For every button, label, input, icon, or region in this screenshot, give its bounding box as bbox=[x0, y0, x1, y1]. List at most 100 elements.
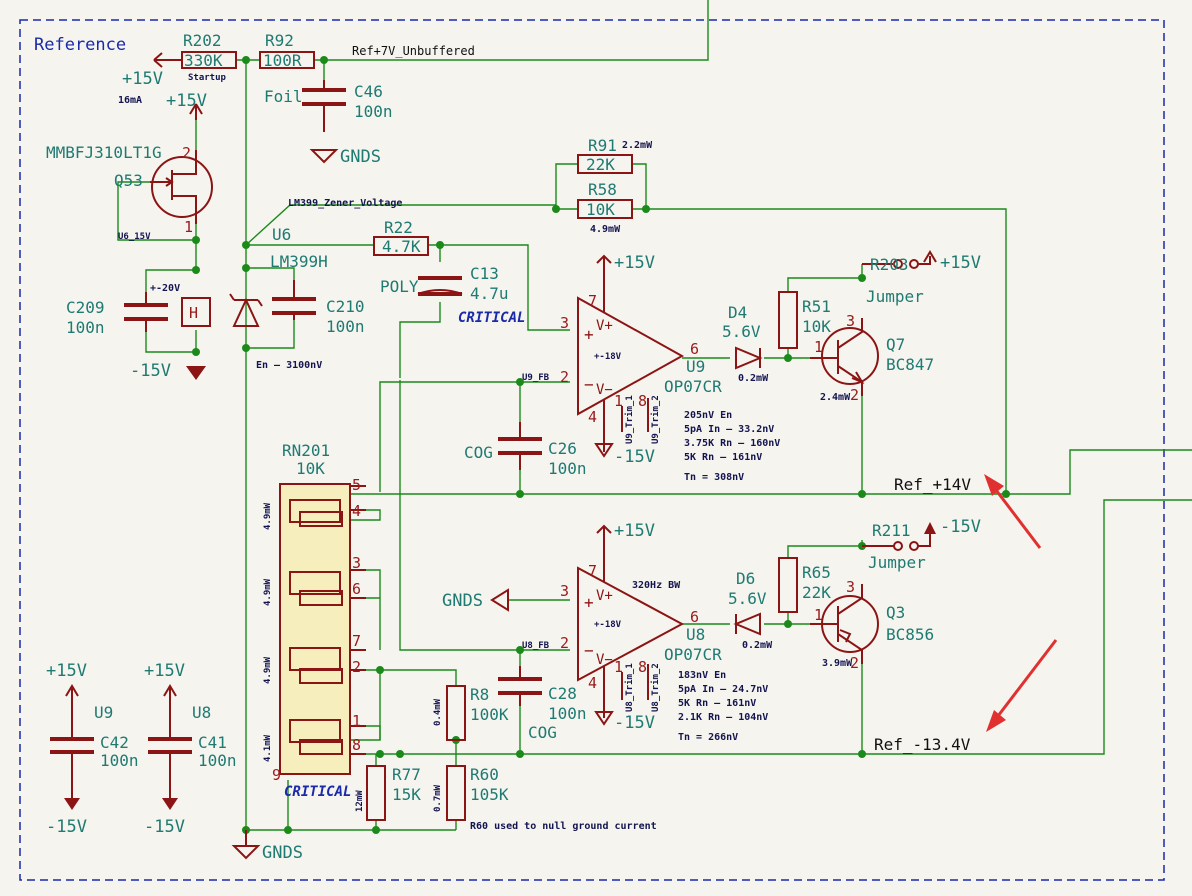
svg-text:5: 5 bbox=[352, 476, 361, 494]
r58-value: 10K bbox=[586, 200, 615, 219]
u8-noise-1: 5pA In – 24.7nV bbox=[678, 684, 768, 695]
svg-text:6: 6 bbox=[352, 580, 361, 598]
r22[interactable]: R22 4.7K bbox=[373, 218, 429, 256]
r211[interactable]: R211 Jumper -15V bbox=[862, 517, 981, 572]
u6[interactable]: U6 LM399H En – 3100nV bbox=[229, 225, 328, 371]
u6-note: En – 3100nV bbox=[256, 360, 322, 371]
rn201[interactable]: 5 4 3 6 7 2 1 8 9 RN201 10K 4.9mW 4.9mW … bbox=[263, 441, 366, 784]
c41-ref: C41 bbox=[198, 733, 227, 752]
c42-plus15: +15V bbox=[46, 661, 87, 681]
u8-noise-0: 183nV En bbox=[678, 670, 726, 681]
c209[interactable]: +-20V C209 100n bbox=[66, 283, 180, 337]
u8-gnds: GNDS bbox=[442, 591, 483, 611]
svg-text:V−: V− bbox=[596, 382, 613, 398]
r91-power: 2.2mW bbox=[622, 140, 653, 151]
heater-label: H bbox=[189, 304, 198, 322]
u8-noise-3: 2.1K Rn – 104nV bbox=[678, 712, 768, 723]
c46[interactable]: Foil C46 100n GNDS bbox=[264, 80, 393, 167]
r22-ref: R22 bbox=[384, 218, 413, 237]
d6-power: 0.2mW bbox=[742, 640, 773, 651]
c42-value: 100n bbox=[100, 751, 139, 770]
q3-power: 3.9mW bbox=[822, 658, 853, 669]
u9-ref: U9 bbox=[686, 357, 705, 376]
r22-value: 4.7K bbox=[382, 237, 421, 256]
r211-ref: R211 bbox=[872, 521, 911, 540]
c46-value: 100n bbox=[354, 102, 393, 121]
annotation-arrow-bottom bbox=[986, 639, 1058, 732]
u8-supply: +-18V bbox=[594, 620, 622, 630]
c28[interactable]: C28 100n COG bbox=[498, 666, 587, 742]
c210-value: 100n bbox=[326, 317, 365, 336]
u6-value: LM399H bbox=[270, 252, 328, 271]
r8[interactable]: R8 100K 0.4mW bbox=[433, 685, 509, 741]
svg-text:6: 6 bbox=[690, 608, 699, 626]
u9[interactable]: +15V -15V 3 2 7 4 6 1 8 + − V+ V− +-18V … bbox=[560, 253, 780, 483]
c41[interactable]: +15V U8 C41 100n -15V bbox=[144, 661, 237, 837]
u6-ref: U6 bbox=[272, 225, 291, 244]
c41-unit: U8 bbox=[192, 703, 211, 722]
c41-plus15: +15V bbox=[144, 661, 185, 681]
q53[interactable]: +15V 16mA MMBFJ310LT1G Q53 2 1 U6_15V bbox=[46, 91, 213, 242]
r60[interactable]: R60 105K 0.7mW R60 used to null ground c… bbox=[433, 765, 657, 832]
u8-minus15: -15V bbox=[614, 713, 655, 733]
u9-minus15: -15V bbox=[614, 447, 655, 467]
q53-current: 16mA bbox=[118, 95, 142, 106]
c209-value: 100n bbox=[66, 318, 105, 337]
c42[interactable]: +15V U9 C42 100n -15V bbox=[46, 661, 139, 837]
svg-text:1: 1 bbox=[614, 392, 623, 410]
c46-gnds: GNDS bbox=[340, 147, 381, 167]
svg-text:2: 2 bbox=[560, 634, 569, 652]
u9-supply: +-18V bbox=[594, 352, 622, 362]
r77[interactable]: R77 15K 12mW bbox=[355, 765, 421, 821]
svg-text:4: 4 bbox=[588, 674, 597, 692]
r51-ref: R51 bbox=[802, 297, 831, 316]
c46-ref: C46 bbox=[354, 82, 383, 101]
c210[interactable]: C210 100n bbox=[272, 280, 365, 336]
u8-noise-4: Tn = 266nV bbox=[678, 732, 738, 743]
r91-value: 22K bbox=[586, 155, 615, 174]
svg-text:8: 8 bbox=[352, 736, 361, 754]
r92[interactable]: R92 100R bbox=[259, 31, 315, 70]
svg-text:1: 1 bbox=[814, 338, 823, 356]
annotation-arrow-top bbox=[984, 474, 1042, 549]
c13-value: 4.7u bbox=[470, 284, 509, 303]
r65[interactable]: R65 22K bbox=[778, 557, 831, 613]
r77-power: 12mW bbox=[355, 790, 365, 812]
frame-title: Reference bbox=[34, 35, 126, 55]
q3[interactable]: 1 3 2 Q3 BC856 3.9mW bbox=[810, 578, 934, 672]
d4-power: 0.2mW bbox=[738, 373, 769, 384]
r58[interactable]: R58 10K 4.9mW bbox=[577, 180, 633, 235]
u9-plus15: +15V bbox=[614, 253, 655, 273]
svg-text:7: 7 bbox=[352, 632, 361, 650]
c26[interactable]: COG C26 100n bbox=[464, 422, 587, 478]
c42-unit: U9 bbox=[94, 703, 113, 722]
q7[interactable]: 1 3 2 Q7 BC847 2.4mW bbox=[810, 312, 934, 404]
svg-text:−: − bbox=[584, 641, 594, 660]
u9-noise-4: Tn = 308nV bbox=[684, 472, 744, 483]
q53-ref: Q53 bbox=[114, 171, 143, 190]
d6-ref: D6 bbox=[736, 569, 755, 588]
c13[interactable]: POLY C13 4.7u bbox=[380, 264, 509, 303]
rn201-ref: RN201 bbox=[282, 441, 330, 460]
svg-text:6: 6 bbox=[690, 340, 699, 358]
r203[interactable]: R203 Jumper +15V bbox=[862, 250, 981, 306]
r51[interactable]: R51 10K bbox=[778, 291, 831, 349]
r60-power: 0.7mW bbox=[433, 784, 443, 812]
u8[interactable]: +15V -15V 3 2 7 4 6 1 8 + − V+ V− +-18V … bbox=[560, 521, 768, 743]
svg-text:8: 8 bbox=[638, 392, 647, 410]
svg-text:2: 2 bbox=[352, 658, 361, 676]
net-ref14: Ref_+14V bbox=[894, 475, 971, 494]
c26-note: COG bbox=[464, 443, 493, 462]
c42-minus15: -15V bbox=[46, 817, 87, 837]
r203-value: Jumper bbox=[866, 287, 924, 306]
net-u6-15v: U6_15V bbox=[118, 232, 151, 242]
r202[interactable]: R202 330K Startup bbox=[153, 31, 237, 83]
d4[interactable]: D4 5.6V 0.2mW bbox=[722, 303, 769, 384]
rn201-power-0: 4.9mW bbox=[263, 502, 273, 530]
r203-ref: R203 bbox=[870, 255, 909, 274]
u8-ref: U8 bbox=[686, 625, 705, 644]
r91[interactable]: R91 2.2mW 22K bbox=[577, 136, 653, 174]
gnds-bottom: GNDS bbox=[231, 830, 303, 863]
c13-note: POLY bbox=[380, 277, 419, 296]
d6[interactable]: D6 5.6V 0.2mW bbox=[728, 569, 773, 651]
